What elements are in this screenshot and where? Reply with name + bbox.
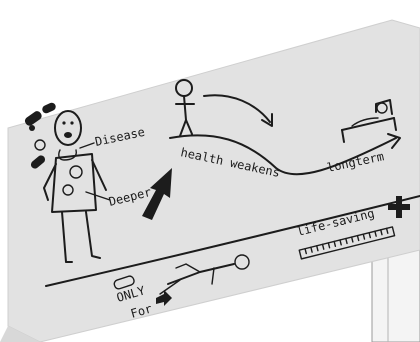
paper-sheet	[0, 20, 420, 342]
